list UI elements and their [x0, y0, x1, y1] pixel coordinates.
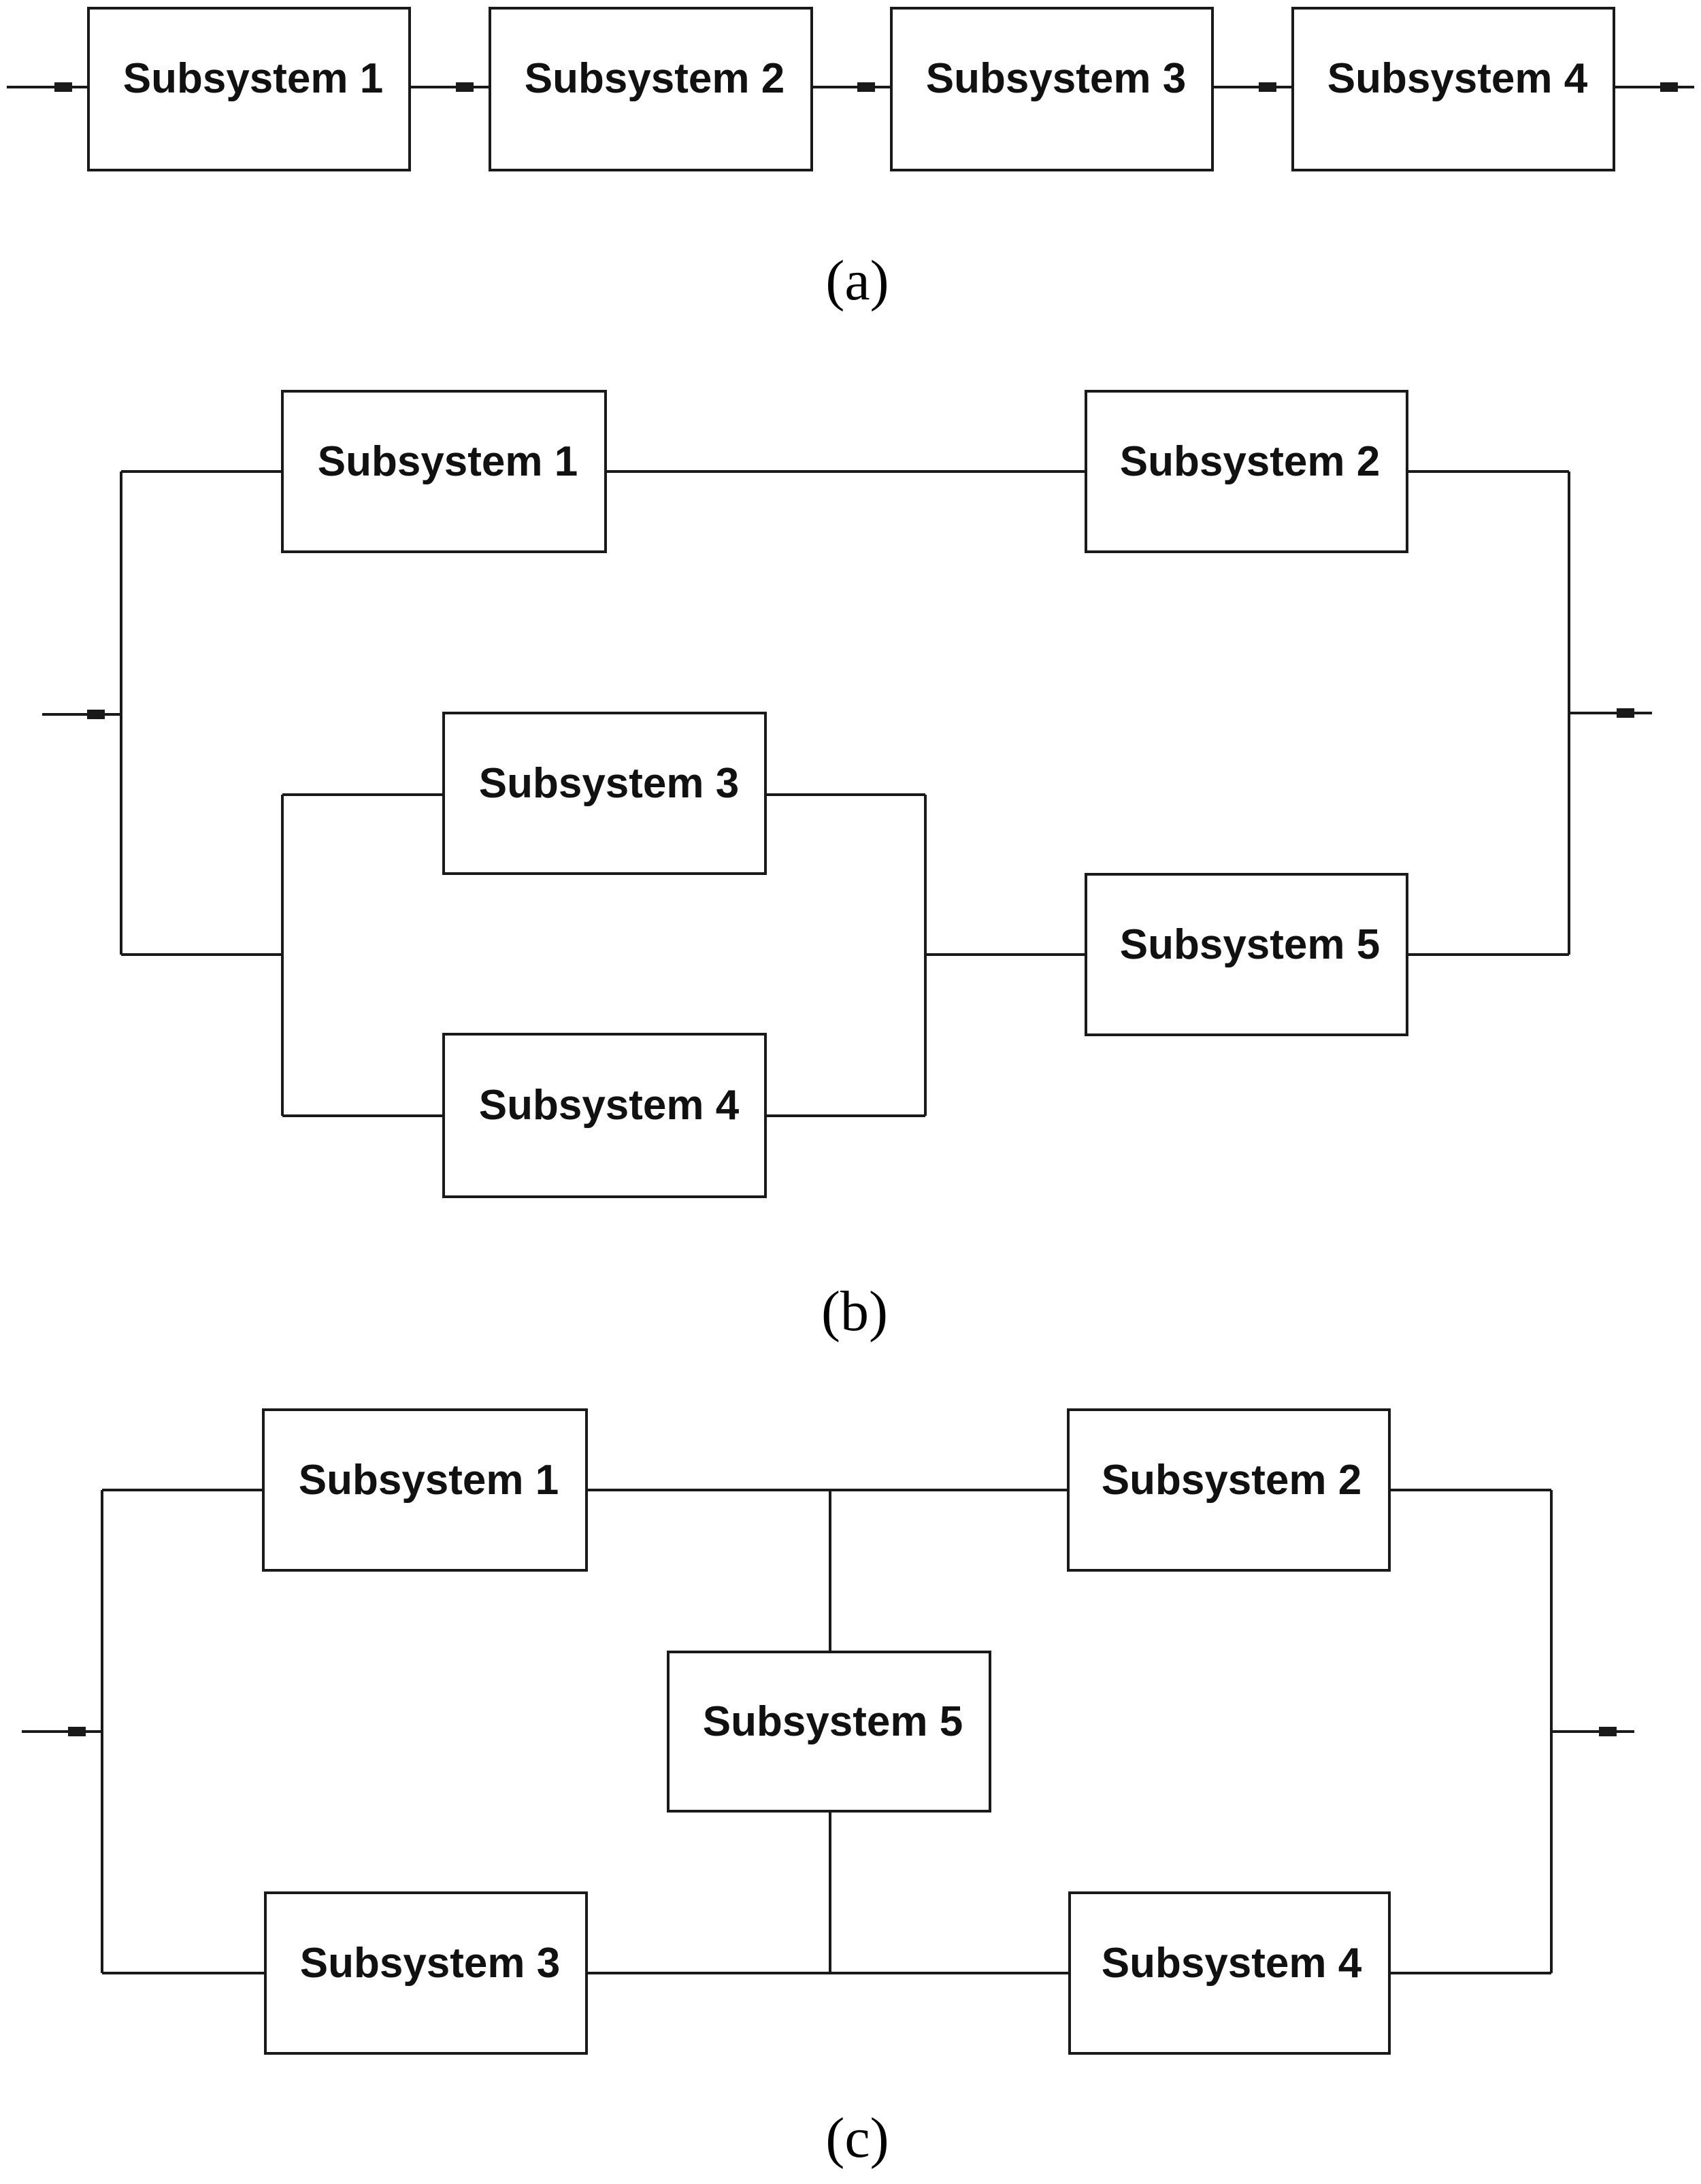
block-b-subsystem-1: Subsystem 1: [281, 390, 607, 553]
block-b-subsystem-4-box: [442, 1033, 767, 1198]
block-b-subsystem-3-label: Subsystem 3: [479, 760, 740, 807]
input-port-marker: [68, 1727, 86, 1736]
block-a-subsystem-4: Subsystem 4: [1291, 7, 1615, 171]
block-a-subsystem-4-box: [1291, 7, 1615, 171]
connector-marker: [857, 82, 875, 92]
block-c-subsystem-5-box: [667, 1651, 991, 1813]
block-b-subsystem-1-box: [281, 390, 607, 553]
block-b-subsystem-2: Subsystem 2: [1085, 390, 1408, 553]
block-a-subsystem-2: Subsystem 2: [489, 7, 813, 171]
block-a-subsystem-1-box: [87, 7, 411, 171]
block-c-subsystem-4-label: Subsystem 4: [1102, 1940, 1362, 1987]
diagram-c-wires: [22, 1489, 1634, 1974]
block-c-subsystem-5: Subsystem 5: [667, 1651, 991, 1813]
block-c-subsystem-3: Subsystem 3: [264, 1891, 588, 2055]
block-a-subsystem-1: Subsystem 1: [87, 7, 411, 171]
block-a-subsystem-4-label: Subsystem 4: [1327, 55, 1588, 102]
diagram-c-bridge: Subsystem 1 Subsystem 2 Subsystem 3 Subs…: [22, 1408, 1634, 2170]
output-port-marker: [1660, 82, 1678, 92]
block-c-subsystem-2-label: Subsystem 2: [1102, 1457, 1362, 1504]
block-c-subsystem-1-box: [262, 1408, 588, 1572]
block-b-subsystem-5: Subsystem 5: [1085, 873, 1408, 1036]
caption-a: (a): [825, 249, 889, 312]
block-c-subsystem-5-label: Subsystem 5: [703, 1698, 963, 1745]
block-b-subsystem-5-label: Subsystem 5: [1120, 921, 1381, 968]
block-c-subsystem-3-label: Subsystem 3: [300, 1940, 561, 1987]
diagram-a-wires: [7, 82, 1694, 92]
block-a-subsystem-3-label: Subsystem 3: [926, 55, 1187, 102]
block-b-subsystem-3-box: [442, 712, 767, 875]
output-port-marker: [1617, 708, 1634, 718]
block-b-subsystem-4: Subsystem 4: [442, 1033, 767, 1198]
block-c-subsystem-2-box: [1067, 1408, 1391, 1572]
block-c-subsystem-1: Subsystem 1: [262, 1408, 588, 1572]
input-port-marker: [54, 82, 72, 92]
block-c-subsystem-1-label: Subsystem 1: [299, 1457, 559, 1504]
block-a-subsystem-3: Subsystem 3: [890, 7, 1214, 171]
block-b-subsystem-2-label: Subsystem 2: [1120, 438, 1381, 485]
block-c-subsystem-3-box: [264, 1891, 588, 2055]
connector-marker: [456, 82, 474, 92]
block-c-subsystem-2: Subsystem 2: [1067, 1408, 1391, 1572]
block-b-subsystem-2-box: [1085, 390, 1408, 553]
block-a-subsystem-1-label: Subsystem 1: [123, 55, 384, 102]
block-b-subsystem-4-label: Subsystem 4: [479, 1082, 740, 1129]
diagram-a-series: Subsystem 1 Subsystem 2 Subsystem 3 Subs…: [7, 7, 1694, 312]
block-a-subsystem-2-box: [489, 7, 813, 171]
output-port-marker: [1599, 1727, 1617, 1736]
block-a-subsystem-2-label: Subsystem 2: [525, 55, 785, 102]
block-b-subsystem-3: Subsystem 3: [442, 712, 767, 875]
caption-b: (b): [821, 1280, 888, 1343]
connector-marker: [1259, 82, 1276, 92]
block-c-subsystem-4-box: [1068, 1891, 1391, 2055]
block-c-subsystem-4: Subsystem 4: [1068, 1891, 1391, 2055]
diagram-b-series-parallel: Subsystem 1 Subsystem 2 Subsystem 3 Subs…: [42, 390, 1652, 1343]
block-a-subsystem-3-box: [890, 7, 1214, 171]
block-b-subsystem-5-box: [1085, 873, 1408, 1036]
block-b-subsystem-1-label: Subsystem 1: [318, 438, 578, 485]
caption-c: (c): [825, 2106, 889, 2170]
diagram-b-wires: [42, 470, 1652, 1117]
input-port-marker: [87, 710, 105, 719]
